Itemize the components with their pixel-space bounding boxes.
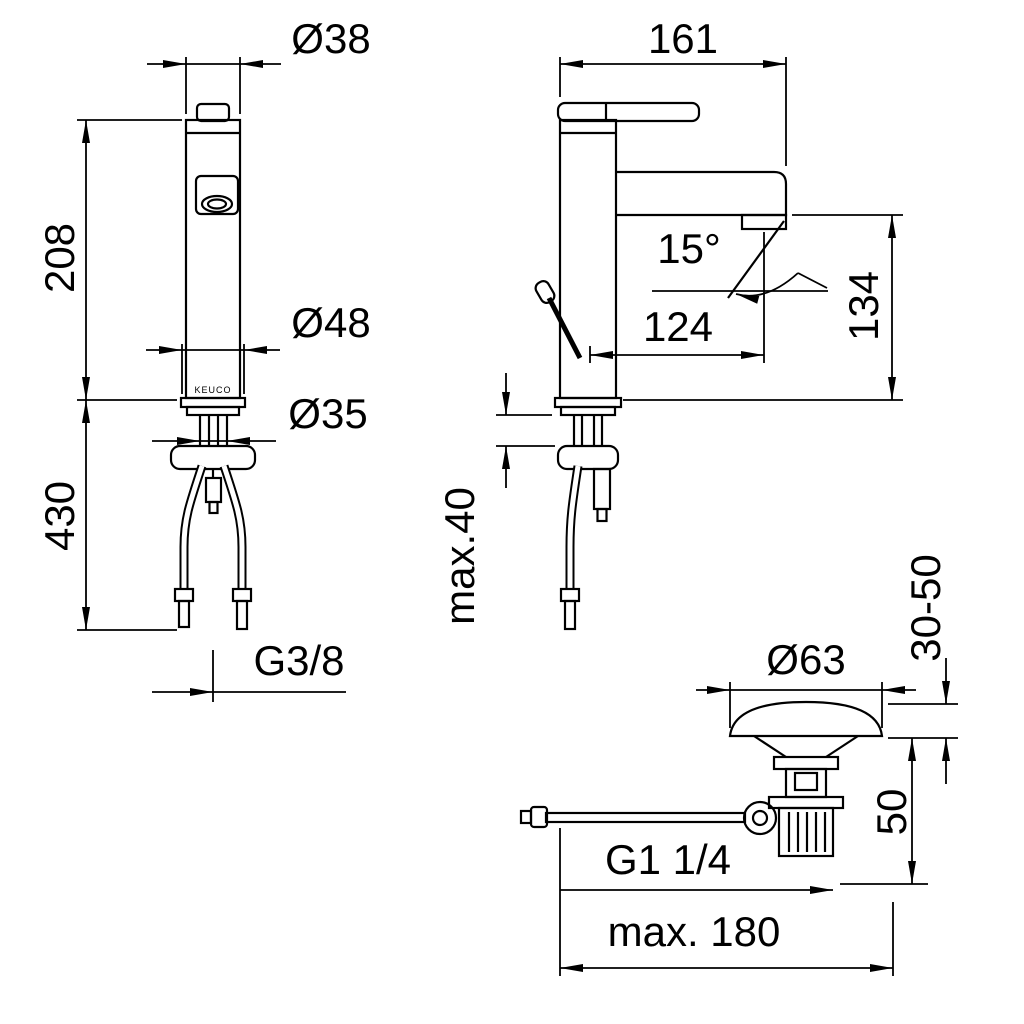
dim-front-hose-length: 430 — [36, 400, 177, 631]
dim-label-height-430: 430 — [36, 481, 83, 551]
dim-label-dia-38: Ø38 — [291, 15, 370, 62]
dim-side-deck-thickness: max.40 — [436, 373, 555, 625]
dim-side-spout-height: 134 — [623, 214, 903, 401]
dim-waste-height-range: 30-50 — [888, 554, 958, 784]
dim-label-height-208: 208 — [36, 223, 83, 293]
side-view-faucet — [534, 101, 828, 631]
dim-label-dia-35: Ø35 — [288, 390, 367, 437]
dim-front-handle-diameter: Ø38 — [147, 15, 371, 114]
dim-label-max180: max. 180 — [608, 908, 781, 955]
dim-waste-plug-diameter: Ø63 — [696, 636, 916, 728]
dim-waste-lower-height: 50 — [840, 738, 928, 885]
dim-label-30-50: 30-50 — [902, 554, 949, 661]
dim-waste-rod-length: max. 180 — [559, 828, 894, 976]
dim-front-base-diameter: Ø48 — [146, 299, 371, 394]
dim-side-spray-angle: 15° — [657, 225, 721, 272]
front-view-faucet: KEUCO — [169, 102, 257, 631]
dim-front-supply-thread: G3/8 — [152, 637, 346, 702]
waste-valve-view — [519, 700, 884, 858]
dim-label-dia-48: Ø48 — [291, 299, 370, 346]
dim-label-161: 161 — [648, 15, 718, 62]
dim-label-max40: max.40 — [436, 487, 483, 625]
dim-label-50: 50 — [868, 789, 915, 836]
dim-label-134: 134 — [840, 271, 887, 341]
dim-label-15deg: 15° — [657, 225, 721, 272]
dim-side-spout-reach: 124 — [589, 232, 765, 363]
dim-label-dia-63: Ø63 — [766, 636, 845, 683]
dim-waste-thread: G1 1/4 — [560, 836, 833, 894]
dim-side-total-depth: 161 — [559, 15, 787, 166]
dim-front-body-height: 208 — [36, 119, 182, 401]
brand-logo: KEUCO — [194, 385, 231, 395]
dim-front-shank-diameter: Ø35 — [152, 390, 368, 445]
dim-label-g114: G1 1/4 — [605, 836, 731, 883]
dim-label-g38: G3/8 — [253, 637, 344, 684]
dim-label-124: 124 — [643, 303, 713, 350]
